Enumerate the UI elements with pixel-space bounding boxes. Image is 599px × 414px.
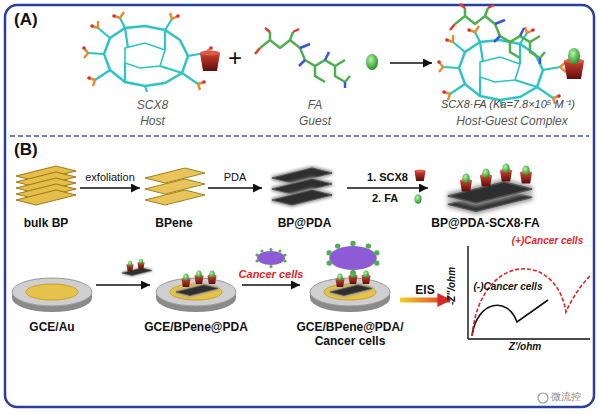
node-text: -Z''/ohm	[446, 256, 458, 316]
arrow-label: 1. SCX8	[367, 171, 408, 184]
chart-x-axis	[468, 338, 590, 339]
mini-oval	[128, 261, 132, 267]
arrow-label: exfoliation	[85, 171, 135, 184]
node-text: FA	[255, 98, 375, 112]
guest-oval	[482, 168, 489, 178]
bp-pda-sheets	[272, 168, 332, 205]
guest-oval	[522, 165, 529, 175]
flow-arrow	[347, 187, 428, 189]
complex-fa	[450, 4, 545, 64]
complex-oval	[568, 48, 580, 64]
arrow-label: EIS	[415, 283, 434, 297]
watermark-icon	[538, 393, 548, 403]
bulk-bp-stack	[16, 166, 76, 205]
fa-icon	[414, 194, 421, 204]
pda-layer	[176, 285, 218, 296]
electrode-item: GCE/BPene@PDA/ Cancer cells	[300, 232, 400, 357]
node-text: BP@PDA	[262, 216, 347, 230]
scx8-icon	[415, 170, 426, 181]
arrow-label: Cancer cells	[239, 268, 304, 281]
panel-label: (B)	[14, 140, 38, 160]
step-label: 2. FA	[372, 192, 398, 205]
guest-oval	[462, 173, 469, 183]
panel-divider	[10, 135, 589, 136]
node-text: bulk BP	[6, 216, 86, 230]
node-text: (+)Cancer cells	[500, 235, 595, 247]
material-item: BP@PDA	[262, 158, 347, 233]
guest-oval	[196, 271, 201, 278]
node-text: GCE/BPene@PDA/ Cancer cells	[290, 320, 410, 349]
bp-pda-scx8-fa	[448, 163, 532, 211]
flow-arrow	[400, 298, 450, 303]
bpene-sheets	[145, 168, 205, 205]
watermark: 微流控	[551, 391, 581, 403]
material-item: bulk BP	[12, 158, 80, 233]
host-cup	[200, 51, 220, 72]
electrode-item: GCE/Au	[8, 250, 96, 342]
electrode-item: GCE/BPene@PDA	[150, 250, 242, 342]
mini-oval	[139, 259, 143, 265]
plus-sign: +	[228, 44, 242, 73]
guest-oval	[337, 274, 342, 281]
node-text: SCX8·FA (Ka=7.8×10⁵ M⁻¹)	[424, 98, 592, 111]
pda-layer	[330, 285, 372, 296]
node-text: GCE/Au	[8, 320, 96, 334]
node-text: GCE/BPene@PDA	[140, 320, 252, 334]
cancer-cell-icon	[255, 248, 286, 268]
captured-cancer-cell	[326, 241, 379, 275]
node-text: Host-Guest Complex	[432, 114, 592, 128]
guest-oval	[183, 274, 188, 281]
material-item: BP@PDA-SCX8·FA	[428, 155, 543, 235]
host-item: SCX8Host	[80, 18, 225, 126]
bpene-layer	[145, 168, 205, 183]
panel-label: (A)	[14, 10, 38, 30]
arrow-label: PDA	[224, 171, 247, 184]
mini-bp-pda	[122, 268, 152, 276]
scx8-molecule	[82, 12, 213, 92]
bpene-layer	[145, 190, 205, 205]
node-text: (-)Cancer cells	[468, 281, 548, 293]
complex-item: SCX8·FA (Ka=7.8×10⁵ M⁻¹)Host-Guest Compl…	[432, 12, 592, 126]
flow-arrow	[390, 62, 432, 64]
bp-layer	[16, 190, 76, 205]
eis-chart: (+)Cancer cells(-)Cancer cells-Z''/ohmZ'…	[450, 235, 590, 350]
material-item: BPene	[140, 158, 208, 233]
gce-electrode	[12, 278, 92, 312]
node-text: SCX8	[80, 98, 225, 112]
panel-frame	[5, 5, 594, 407]
node-text: BP@PDA-SCX8·FA	[423, 216, 548, 230]
eis-curve-negative	[472, 300, 548, 336]
flow-arrow	[242, 284, 300, 286]
flow-arrow	[96, 284, 150, 286]
pda-layer	[272, 190, 332, 205]
node-text: BPene	[134, 216, 214, 230]
flow-arrow	[80, 187, 140, 189]
fa-molecule	[255, 28, 350, 88]
guest-oval	[366, 54, 378, 70]
guest-oval	[502, 163, 509, 173]
node-text: Host	[80, 114, 225, 128]
guest-oval	[363, 271, 368, 278]
eis-curve-positive	[472, 269, 590, 336]
guest-item: FA Guest	[255, 18, 390, 126]
guest-oval	[209, 271, 214, 278]
node-text: Z'/ohm	[490, 341, 560, 353]
chart-y-axis	[467, 246, 468, 339]
bpene-layer	[145, 179, 205, 194]
flow-arrow	[208, 187, 262, 189]
node-text: Guest	[255, 114, 375, 128]
